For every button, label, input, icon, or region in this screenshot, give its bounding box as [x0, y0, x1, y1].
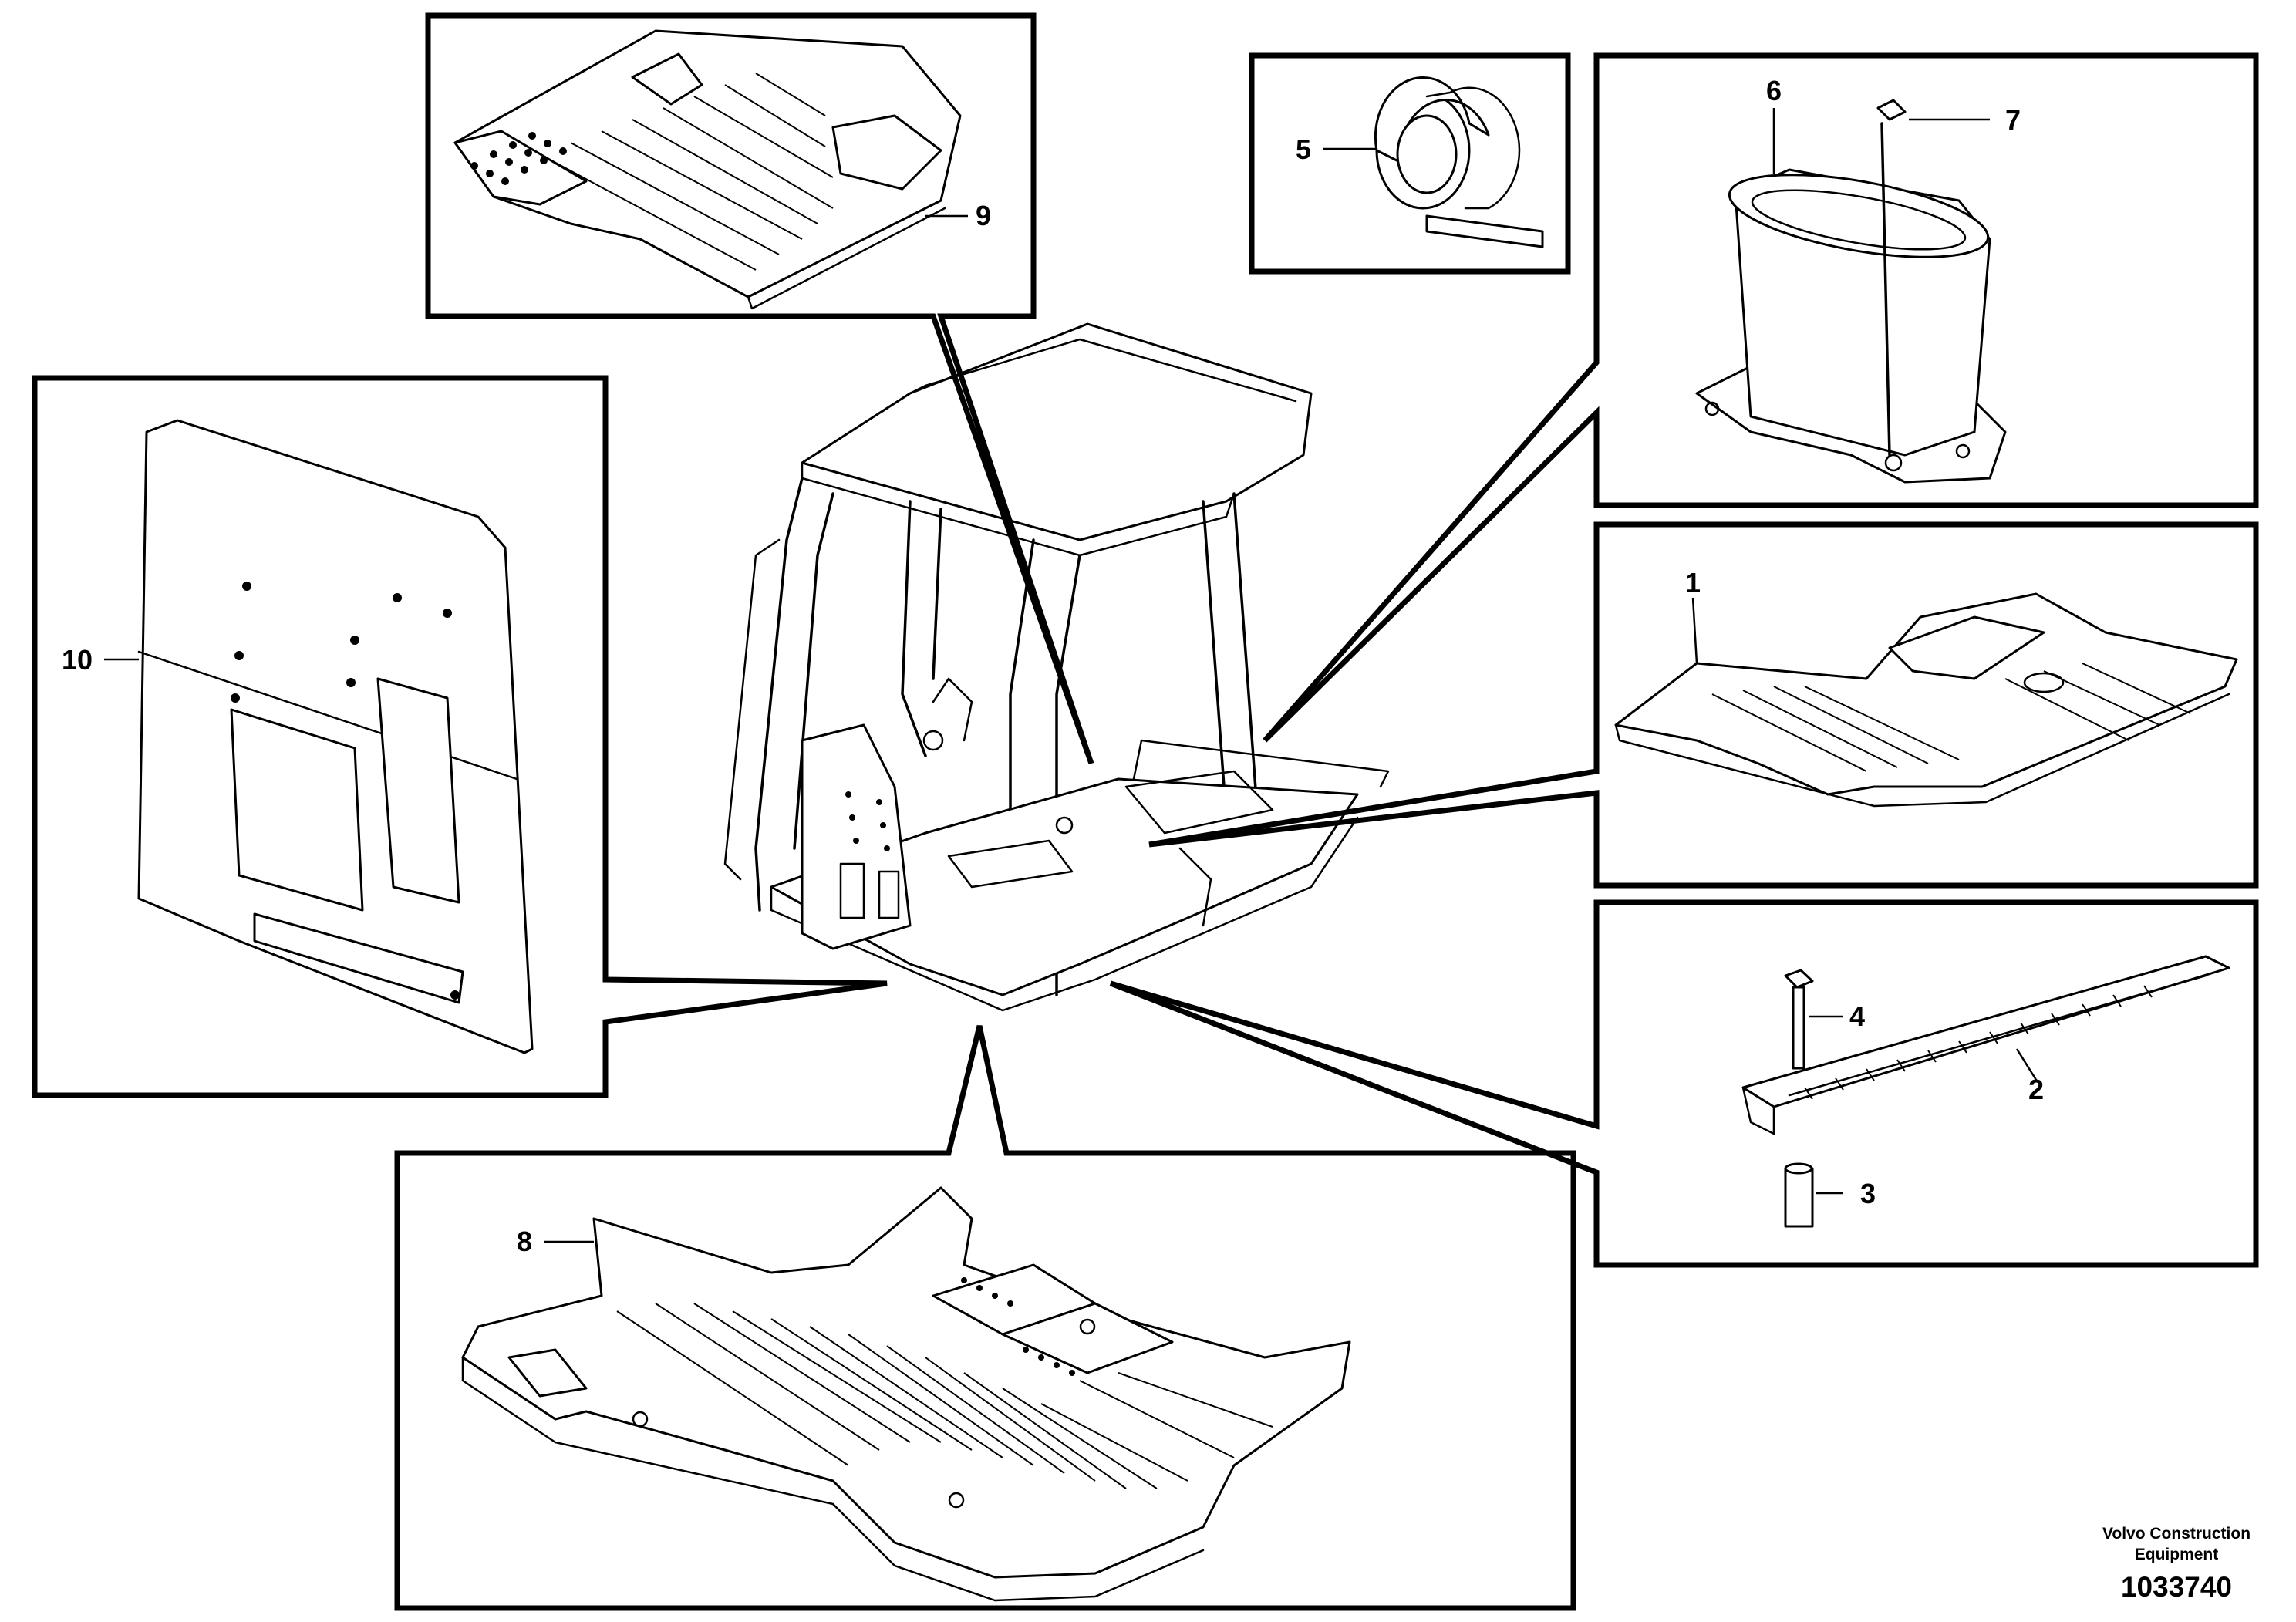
callout-8-frame [394, 1025, 1576, 1611]
part-number-labels: 1 2 3 4 5 6 7 8 9 10 [62, 75, 2044, 1257]
part-label-3: 3 [1860, 1178, 1876, 1209]
part-8-floor-mat [461, 1186, 1351, 1602]
part-9-floor-mat [453, 29, 968, 310]
callout-6-7-frame [1263, 52, 2259, 743]
callout-1-frame [1148, 521, 2259, 889]
part-label-4: 4 [1849, 1000, 1865, 1032]
part-label-6: 6 [1766, 75, 1782, 106]
part-label-1: 1 [1685, 567, 1701, 599]
title-block: Volvo Construction Equipment 1033740 [2102, 1525, 2250, 1603]
part-label-9: 9 [976, 200, 991, 231]
part-1-floor-mat [1614, 592, 2238, 808]
part-label-8: 8 [517, 1226, 532, 1257]
part-label-10: 10 [62, 644, 93, 676]
part-label-7: 7 [2005, 104, 2021, 136]
part-label-5: 5 [1296, 133, 1311, 165]
callout-9-frame [425, 12, 1094, 765]
part-10-rear-panel [104, 419, 534, 1054]
callout-10-frame [32, 375, 888, 1098]
part-label-2: 2 [2028, 1074, 2044, 1105]
part-5-tape-roll [1323, 76, 1544, 248]
callout-5-frame [1249, 52, 1571, 275]
callout-frames [32, 12, 2259, 1611]
callout-2-3-4-frame [1109, 899, 2259, 1268]
part-2-3-4-step [1741, 955, 2230, 1228]
company-name-line2: Equipment [2135, 1546, 2219, 1563]
part-6-7-duct [1695, 99, 2007, 484]
drawing-number: 1033740 [2121, 1571, 2232, 1603]
company-name-line1: Volvo Construction [2102, 1525, 2250, 1543]
